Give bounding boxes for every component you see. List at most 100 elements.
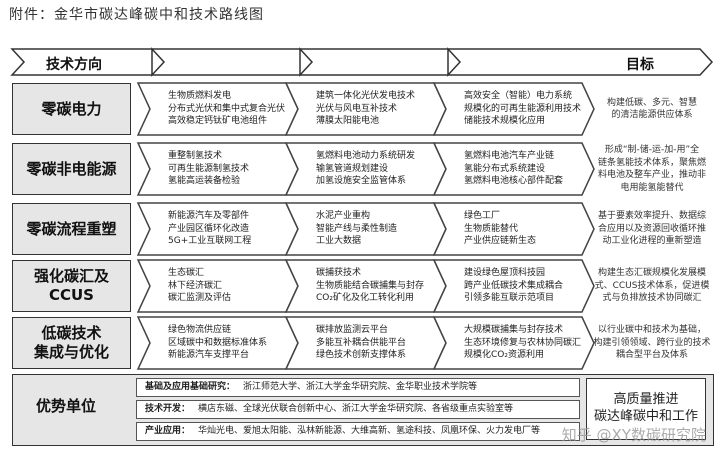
row-2-stage-1-line-2: 可再生能源制氢技术 [168, 163, 250, 174]
header-chevron-1 [151, 47, 166, 77]
row-2-stage-2-line-2: 输氢管道规划建设 [316, 163, 389, 174]
row-3-stage-3-arrow [432, 202, 595, 256]
row-2-stage-3-line-2: 氢能分布式系统建设 [464, 163, 546, 174]
header-chevron-3 [447, 47, 462, 77]
row-1-stage-1-line-1: 生物质燃料发电 [168, 91, 232, 101]
row-4-stage-2-line-1: 碳捕获技术 [316, 268, 362, 278]
row-3-stage-2-line-1: 水泥产业重构 [316, 211, 371, 221]
row-2-goal-line-4: 电用能氢能替代 [620, 182, 684, 193]
row-5-stage-2-line-2: 多能互补耦合供能平台 [316, 337, 407, 348]
advantage-row-text: 华灿光电、爱旭太阳能、泓林新能源、大维高新、氢途科技、凤凰环保、火力发电厂等 [198, 426, 541, 436]
row-2-stage-1-text: 重整制氢技术可再生能源制氢技术氢能高运装备检验 [168, 150, 249, 188]
row-5-stage-3-line-2: 生态环境修复与农林协同碳汇 [464, 337, 582, 348]
row-5-stage-1-line-3: 新能源汽车支撑平台 [168, 350, 250, 360]
row-5-stage-2-text: 碳排放监测云平台多能互补耦合供能平台绿色技术创新支撑体系 [316, 324, 406, 362]
row-4-stage-1-line-1: 生态碳汇 [168, 268, 205, 278]
header-goal: 目标 [626, 57, 654, 73]
row-4-stage-2-line-2: 生物质能结合碳捕集与封存 [316, 280, 425, 291]
row-2-stage-2-line-3: 加氢设施安全监管体系 [316, 176, 407, 186]
header-label: 技术方向 [46, 57, 102, 73]
row-2-goal-line-3: 料电池及整车产业，推动非 [597, 170, 706, 180]
row-3-goal-line-3: 动工业化进程的重新塑造 [602, 236, 702, 247]
row-3-stage-2-line-3: 工业大数据 [316, 236, 362, 246]
row-1-stage-2-line-2: 光伏与风电互补技术 [316, 103, 398, 114]
header-chevron-2 [299, 47, 314, 77]
page-title: 附件：金华市碳达峰碳中和技术路线图 [9, 7, 264, 23]
row-5-stage-1-text: 绿色物流供应链区域碳中和数据标准体系新能源汽车支撑平台 [168, 324, 267, 362]
advantage-goal: 高质量推进 碳达峰碳中和工作 [586, 378, 706, 440]
row-3-stage-1-line-1: 新能源汽车及零部件 [168, 211, 250, 221]
row-5-stage-3-line-1: 大规模碳捕集与封存技术 [464, 325, 564, 335]
row-2-stage-2-text: 氢燃料电池动力系统研发输氢管道规划建设加氢设施安全监管体系 [316, 150, 415, 188]
row-1-goal: 构建低碳、多元、智慧的清洁能源供应体系 [592, 97, 712, 122]
row-4-stage-2-line-3: CO₂矿化及化工转化利用 [316, 293, 414, 303]
row-3-stage-3-line-3: 产业供应链新生态 [464, 236, 537, 246]
row-4-stage-1-line-2: 林下经济碳汇 [168, 280, 223, 291]
row-5-goal-line-2: 构建引领领域、跨行业的技术 [593, 337, 711, 348]
row-4-goal-line-3: 式与负排放技术协同碳汇 [602, 293, 702, 304]
row-5-label: 低碳技术集成与优化 [12, 317, 131, 369]
row-1-stage-1-text: 生物质燃料发电分布式光伏和集中式复合光伏高效稳定钙钛矿电池组件 [168, 90, 285, 128]
advantage-row-label: 技术开发： [145, 404, 191, 414]
advantage-row: 基础及应用基础研究：浙江师范大学、浙江大学金华研究院、金华职业技术学院等 [136, 378, 580, 397]
row-1-stage-3-line-1: 高效安全（智能）电力系统 [464, 91, 573, 101]
row-2-label-line-1: 零碳非电能源 [26, 159, 117, 178]
row-3-goal: 基于要素效率提升、数据综合应用以及资源回收循环推动工业化进程的重新塑造 [592, 210, 712, 248]
row-4-stage-1-line-3: 碳汇监测及评估 [168, 293, 232, 303]
row-4-goal-line-1: 构建生态汇碳规模化发展模 [597, 268, 706, 279]
row-4-stage-3-line-3: 引领多能互联示范项目 [464, 293, 555, 303]
row-1-stage-1-line-3: 高效稳定钙钛矿电池组件 [168, 116, 268, 126]
row-2-stage-3-line-3: 氢燃料电池核心部件配套 [464, 176, 564, 186]
row-5-goal-line-3: 耦合型平台及体系 [615, 350, 688, 361]
row-3-stage-2-text: 水泥产业重构智能产线与柔性制造工业大数据 [316, 210, 397, 248]
row-2-stage-1-line-1: 重整制氢技术 [168, 151, 223, 161]
row-3-stage-3-line-2: 生物质能替代 [464, 223, 519, 234]
row-2-goal-line-2: 链条氢能技术体系，聚焦燃 [597, 157, 706, 168]
row-1-label: 零碳电力 [12, 83, 131, 135]
row-2-goal-line-1: 形成“制-储-运-加-用”全 [604, 145, 700, 155]
row-4-stage-2-text: 碳捕获技术生物质能结合碳捕集与封存 CO₂矿化及化工转化利用 [316, 267, 424, 305]
row-1-goal-line-2: 的清洁能源供应体系 [611, 110, 693, 120]
row-4-stage-3-arrow [432, 259, 595, 313]
advantage-row: 产业应用： 华灿光电、爱旭太阳能、泓林新能源、大维高新、氢途科技、凤凰环保、火力发… [136, 422, 580, 441]
row-5-label-line-2: 集成与优化 [33, 343, 109, 361]
row-1-stage-3-line-2: 规模化的可再生能源利用技术 [464, 103, 582, 114]
advantage-row-text: 浙江师范大学、浙江大学金华研究院、金华职业技术学院等 [243, 382, 478, 392]
row-2-goal: 形成“制-储-运-加-用”全链条氢能技术体系，聚焦燃料电池及整车产业，推动非电用… [592, 144, 712, 194]
row-5-stage-3-arrow [432, 316, 595, 370]
row-1-goal-line-1: 构建低碳、多元、智慧 [606, 97, 697, 108]
row-2-stage-2-line-1: 氢燃料电池动力系统研发 [316, 151, 416, 161]
row-2-stage-3-arrow [432, 142, 595, 196]
row-5-stage-3-text: 大规模碳捕集与封存技术生态环境修复与农林协同碳汇规模化CO₂资源利用 [464, 324, 581, 362]
row-3-label: 零碳流程重塑 [12, 203, 131, 255]
row-5-stage-2-line-1: 碳排放监测云平台 [316, 325, 389, 335]
row-5-goal: 以行业碳中和技术为基础，构建引领领域、跨行业的技术耦合型平台及体系 [592, 324, 712, 362]
row-1-stage-3-arrow [432, 82, 595, 136]
row-2-stage-1-line-3: 氢能高运装备检验 [168, 176, 241, 186]
row-1-stage-2-line-3: 薄膜太阳能电池 [316, 116, 380, 126]
row-3-stage-1-line-2: 产业园区循环化改造 [168, 223, 250, 234]
row-4-stage-1-text: 生态碳汇林下经济碳汇碳汇监测及评估 [168, 267, 231, 305]
row-5-stage-3-line-3: 规模化CO₂资源利用 [464, 350, 544, 360]
row-5-label-line-1: 低碳技术 [41, 324, 102, 343]
advantage-row-text: 横店东磁、全球光伏联合创新中心、浙江大学金华研究院、各省级重点实验室等 [198, 404, 514, 414]
row-3-stage-3-line-1: 绿色工厂 [464, 211, 501, 221]
advantage-row-label: 产业应用： [145, 426, 191, 436]
row-4-label-line-2: CCUS [48, 286, 94, 304]
advantage-goal-line-2: 碳达峰碳中和工作 [593, 409, 698, 424]
row-4-goal-line-2: 式、CCUS技术体系，促进模 [594, 280, 710, 291]
row-2-stage-3-line-1: 氢燃料电池汽车产业链 [464, 151, 555, 161]
watermark: 知乎 @XY数碳研究院 [561, 426, 706, 444]
row-1-stage-3-line-3: 储能技术规模化应用 [464, 116, 546, 126]
row-1-stage-2-line-1: 建筑一体化光伏发电技术 [316, 91, 416, 101]
row-4-stage-3-text: 建设绿色屋顶科技园跨产业低碳技术集成耦合引领多能互联示范项目 [464, 267, 563, 305]
row-5-stage-1-line-1: 绿色物流供应链 [168, 325, 232, 335]
header-band [10, 48, 714, 76]
row-2-stage-3-text: 氢燃料电池汽车产业链氢能分布式系统建设氢燃料电池核心部件配套 [464, 150, 563, 188]
row-4-stage-3-line-2: 跨产业低碳技术集成耦合 [464, 280, 564, 291]
row-1-label-line-1: 零碳电力 [41, 99, 102, 118]
row-5-goal-line-1: 以行业碳中和技术为基础， [597, 325, 706, 336]
